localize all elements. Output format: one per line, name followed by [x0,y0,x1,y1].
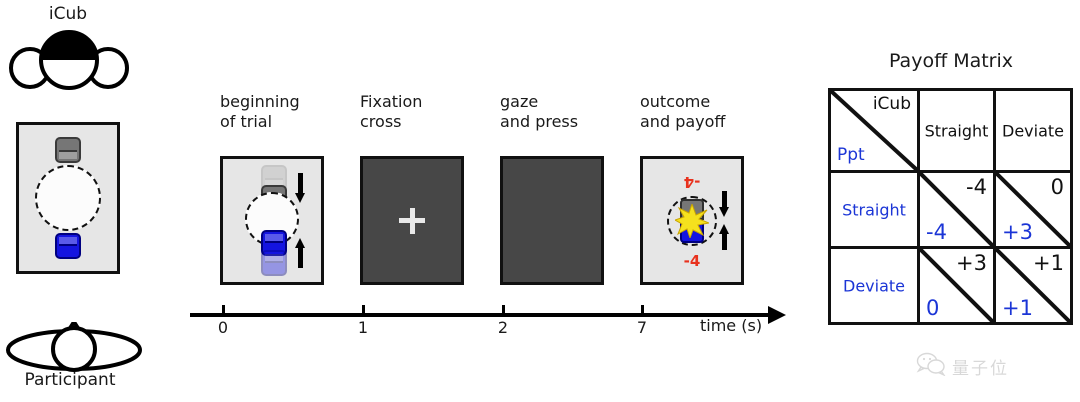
collision-zone-icon [667,195,717,246]
arrow-down-icon [719,191,730,217]
matrix-row-header-straight: Straight [831,170,917,246]
blue-car-ghost-trail [261,250,287,276]
arrow-down-icon [295,173,306,203]
matrix-payoff-ppt: -4 [926,220,947,244]
matrix-payoff-ppt: +1 [1002,296,1033,320]
payoff-value-ppt: -4 [683,252,701,270]
matrix-payoff-ppt: +3 [1002,220,1033,244]
matrix-column-header-straight: Straight [917,91,993,170]
matrix-payoff-icub: 0 [1050,175,1064,199]
time-axis-line [190,313,770,317]
fixation-cross-icon [399,207,425,234]
panel-beginning-of-trial [220,156,324,285]
grey-car-token [55,137,81,163]
wechat-logo-icon [916,352,946,380]
panel-label-beginning-of-trial: beginning of trial [220,92,300,131]
robot-head-icon [8,30,130,92]
panel-gaze-and-press [500,156,604,285]
matrix-cell-straight-straight: -4 -4 [917,170,993,246]
participant-label: Participant [24,370,116,390]
arrow-up-icon [295,238,306,268]
time-axis-arrowhead [768,306,786,324]
collision-star-icon [673,201,711,239]
axis-tick-label: 7 [636,318,648,337]
matrix-column-header-label: Straight [924,121,989,140]
panel-label-outcome-and-payoff: outcome and payoff [640,92,726,131]
matrix-header-row: iCub Ppt Straight Deviate [831,91,1070,170]
axis-tick-label: 1 [357,318,369,337]
matrix-column-header-label: Deviate [1002,121,1064,140]
matrix-cell-straight-deviate: 0 +3 [993,170,1070,246]
matrix-row-header-deviate: Deviate [831,246,917,322]
matrix-row-header-label: Deviate [843,276,905,295]
panel-label-gaze-and-press: gaze and press [500,92,579,131]
axis-tick [641,305,644,314]
tabletop-board-icon [16,122,120,274]
panel-fixation-cross [360,156,464,285]
matrix-corner-cell: iCub Ppt [831,91,917,170]
payoff-matrix-title: Payoff Matrix [888,50,1014,72]
matrix-row-straight: Straight -4 -4 0 +3 [831,170,1070,246]
axis-tick [502,305,505,314]
payoff-value-icub: -4 [683,173,701,191]
icub-label: iCub [48,4,88,24]
watermark: 量子位 [916,352,1009,380]
matrix-payoff-icub: -4 [966,175,987,199]
matrix-payoff-icub: +3 [956,251,987,275]
payoff-matrix: iCub Ppt Straight Deviate Straight -4 -4… [828,88,1073,325]
axis-tick-label: 0 [217,318,229,337]
matrix-payoff-ppt: 0 [926,296,940,320]
panel-outcome-and-payoff: -4 -4 [640,156,744,285]
matrix-cell-deviate-deviate: +1 +1 [993,246,1070,322]
dashed-collision-circle [35,165,101,231]
blue-car-token [55,233,81,259]
arrow-up-icon [719,224,730,250]
matrix-cell-deviate-straight: +3 0 [917,246,993,322]
matrix-column-header-deviate: Deviate [993,91,1070,170]
matrix-row-header-label: Straight [842,200,906,219]
matrix-row-deviate: Deviate +3 0 +1 +1 [831,246,1070,322]
person-top-view-icon [4,318,144,372]
axis-tick [222,305,225,314]
axis-tick-label: 2 [497,318,509,337]
matrix-column-player-label: iCub [872,94,911,114]
axis-unit-label: time (s) [700,316,763,335]
axis-tick [362,305,365,314]
matrix-row-player-label: Ppt [837,145,865,165]
panel-label-fixation-cross: Fixation cross [360,92,423,131]
watermark-text: 量子位 [952,358,1009,379]
matrix-payoff-icub: +1 [1033,251,1064,275]
